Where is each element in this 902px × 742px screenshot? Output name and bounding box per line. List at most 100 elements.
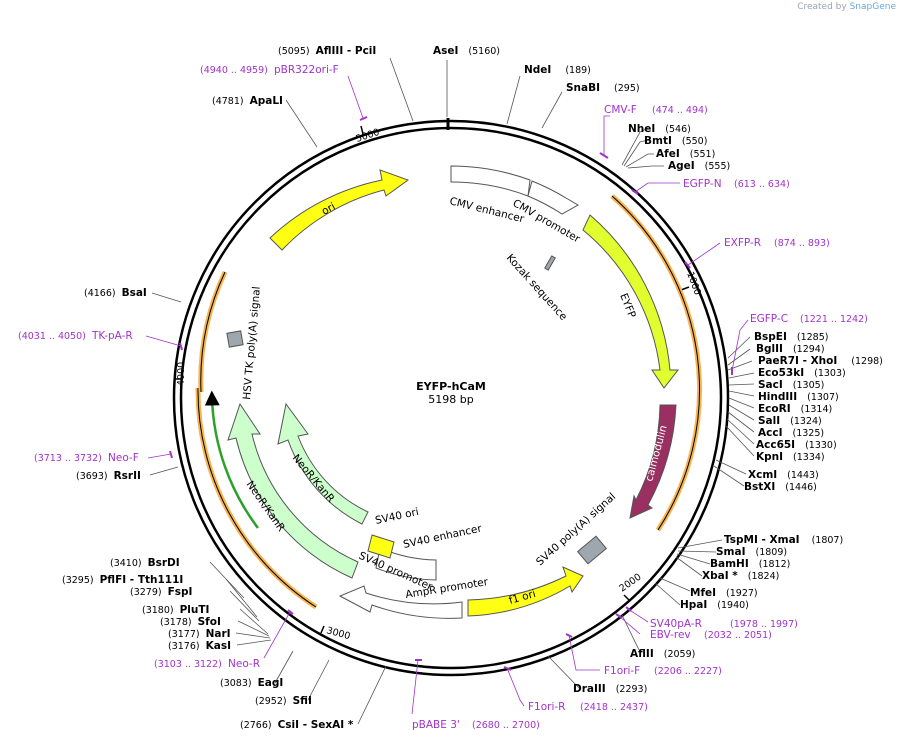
tick-4000: 4000 <box>176 362 187 386</box>
site-acc65i: Acc65I(1330) <box>756 439 837 451</box>
feature-sv40-ori <box>367 534 395 559</box>
site-apali: (4781)ApaLI <box>212 95 283 107</box>
site-acci: AccI(1325) <box>758 427 824 439</box>
feature-calmodulin <box>629 404 677 519</box>
site-bstxi: BstXI(1446) <box>744 481 817 493</box>
primer-egfp-n-name: EGFP-N <box>683 178 722 190</box>
primer-neo-r-name: Neo-R <box>228 658 260 670</box>
feature-f1-ori <box>467 566 584 617</box>
site-rsrii: (3693)RsrII <box>76 470 141 482</box>
site-asei: AseI(5160) <box>433 45 500 57</box>
site-fspi: (3279)FspI <box>130 586 192 598</box>
label-kozak: Kozak sequence <box>504 252 570 323</box>
site-ecori: EcoRI(1314) <box>758 403 832 415</box>
site-hpai: HpaI(1940) <box>680 599 749 611</box>
site-ndei: NdeI(189) <box>524 64 591 76</box>
site-sfoi: (3178)SfoI <box>160 616 221 628</box>
site-afei: AfeI(551) <box>656 148 715 160</box>
primer-pbr322ori-f-name: pBR322ori-F <box>274 64 339 76</box>
site-kasi: (3176)KasI <box>168 640 231 652</box>
feature-eyfp <box>582 214 680 389</box>
primer-sv40pa-r-range: (1978 .. 1997) <box>730 619 798 630</box>
primer-tk-pa-r-name: TK-pA-R <box>91 330 133 342</box>
feature-cmv-enhancer <box>450 165 531 197</box>
site-nari: (3177)NarI <box>168 628 231 640</box>
site-sali: SalI(1324) <box>758 415 822 427</box>
feature-kozak-box <box>544 255 556 271</box>
primer-neo-f-name: Neo-F <box>108 452 139 464</box>
primer-exfp-r-name: EXFP-R <box>724 237 761 249</box>
feature-hsv-tk-box <box>226 330 244 348</box>
site-eagi: (3083)EagI <box>220 677 283 689</box>
primer-f1ori-f-name: F1ori-F <box>604 665 640 677</box>
site-bspei: BspEI(1285) <box>754 331 828 343</box>
site-nhei: NheI(546) <box>628 123 691 135</box>
primer-sv40pa-r-name: SV40pA-R <box>650 618 702 630</box>
primer-tk-pa-r-range: (4031 .. 4050) <box>18 331 86 342</box>
primer-egfp-c-name: EGFP-C <box>750 313 788 325</box>
site-xmai: TspMI - XmaI(1807) <box>724 534 843 546</box>
snapgene-credit: Created by SnapGene <box>797 2 896 12</box>
plasmid-size: 5198 bp <box>428 393 474 406</box>
primer-cmv-f-name: CMV-F <box>604 104 637 116</box>
site-eco53ki: Eco53kI(1303) <box>758 367 846 379</box>
label-neo-inner: NeoR/KanR <box>290 452 337 505</box>
site-hindiii: HindIII(1307) <box>758 391 839 403</box>
feature-sv40-polya-box <box>576 535 608 565</box>
label-sv40-enhancer: SV40 enhancer <box>402 522 483 551</box>
primer-cmv-f-range: (474 .. 494) <box>652 105 708 116</box>
feature-ampr-promoter <box>338 585 463 619</box>
primer-f1ori-r-range: (2418 .. 2437) <box>580 702 648 713</box>
label-hsv-tk: HSV TK poly(A) signal <box>241 286 263 400</box>
site-pluti: (3180)PluTI <box>142 604 209 616</box>
primer-egfp-n-range: (613 .. 634) <box>734 179 790 190</box>
backbone-outer <box>172 119 730 677</box>
site-pcii: (5095)AflIII - PciI <box>278 45 376 57</box>
primer-f1ori-f-range: (2206 .. 2227) <box>654 666 722 677</box>
feature-cmv-promoter <box>527 180 580 215</box>
site-bsai: (4166)BsaI <box>84 287 147 299</box>
site-bmti: BmtI(550) <box>644 135 707 147</box>
feature-neo-inner <box>277 402 369 525</box>
primer-neo-f-range: (3713 .. 3732) <box>34 453 102 464</box>
primer-labels: CMV-F (474 .. 494) EGFP-N (613 .. 634) E… <box>18 64 868 731</box>
site-mfei: MfeI(1927) <box>690 587 758 599</box>
egfp-coverage-line <box>611 195 700 531</box>
site-smai: SmaI(1809) <box>716 546 787 558</box>
primer-leaders <box>145 75 749 715</box>
label-ori: ori <box>320 201 338 218</box>
primer-ebv-rev-name: EBV-rev <box>650 629 691 641</box>
site-bglii: BglII(1294) <box>756 343 825 355</box>
primer-pbabe3-name: pBABE 3' <box>412 719 460 731</box>
site-xhoi: PaeR7I - XhoI(1298) <box>758 355 883 367</box>
site-snabi: SnaBI(295) <box>566 82 640 94</box>
neo-orf-green-arc <box>204 390 259 529</box>
plasmid-name: EYFP-hCaM <box>416 380 486 393</box>
primer-exfp-r-range: (874 .. 893) <box>774 238 830 249</box>
tk-coverage-line <box>200 271 226 393</box>
enzyme-site-labels: AseI(5160) NdeI(189) SnaBI(295) NheI(546… <box>62 45 883 731</box>
primer-pbr322ori-f-range: (4940 .. 4959) <box>200 65 268 76</box>
site-kpni: KpnI(1334) <box>756 451 825 463</box>
snapgene-brand: SnapGene <box>849 2 896 12</box>
site-aflii: AflII(2059) <box>630 648 695 660</box>
label-sv40-ori: SV40 ori <box>374 506 420 527</box>
neo-coverage-line <box>197 387 317 608</box>
feature-ori <box>269 169 410 251</box>
site-xbai: XbaI *(1824) <box>702 570 779 582</box>
label-sv40-polya: SV40 poly(A) signal <box>534 491 618 569</box>
feature-neo-outer <box>227 402 359 579</box>
site-bamhi: BamHI(1812) <box>710 558 790 570</box>
label-eyfp: EYFP <box>617 292 638 320</box>
site-sexai: (2766)CsiI - SexAI * <box>240 719 354 731</box>
site-bsrdi: (3410)BsrDI <box>110 557 180 569</box>
site-draiii: DraIII(2293) <box>573 683 647 695</box>
primer-pbabe3-range: (2680 .. 2700) <box>472 720 540 731</box>
scale-ticks <box>175 125 690 634</box>
backbone-inner <box>179 126 723 670</box>
site-saci: SacI(1305) <box>758 379 824 391</box>
primer-egfp-c-range: (1221 .. 1242) <box>800 314 868 325</box>
site-tth111i: (3295)PflFI - Tth111I <box>62 574 183 586</box>
primer-neo-r-range: (3103 .. 3122) <box>154 659 222 670</box>
